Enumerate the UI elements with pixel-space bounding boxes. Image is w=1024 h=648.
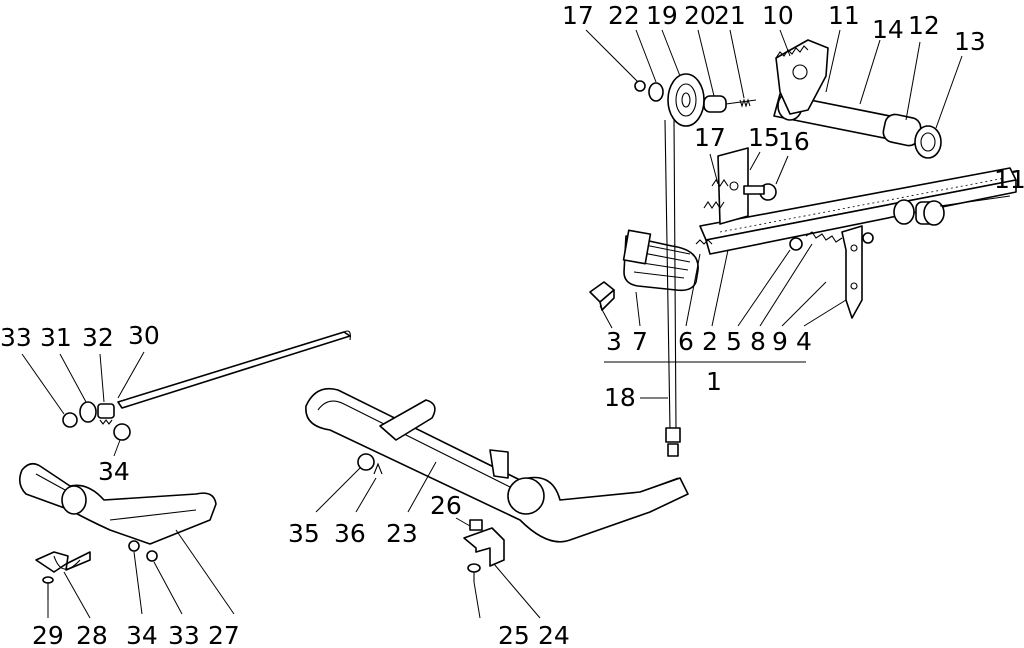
callout-20: 20 [684,1,716,30]
callout-30: 30 [128,321,160,350]
pad-part-3 [589,281,615,311]
support-arm [379,399,436,441]
callout-6: 6 [678,327,694,356]
plate-part-15 [717,147,777,225]
gear-sector-part-10 [775,39,829,115]
callout-33: 33 [168,621,200,648]
washer-part-34 [113,423,131,441]
callout-16: 16 [778,127,810,156]
callout-7: 7 [632,327,648,356]
lever-part-27 [18,462,217,545]
pedal-part-7 [622,229,699,292]
callout-12: 12 [908,11,940,40]
bracket-part-24 [463,527,505,567]
callout-32: 32 [82,323,114,352]
washer-part-22 [648,82,664,102]
washer-part-34-lower [128,540,140,552]
callout-23: 23 [386,519,418,548]
callout-3: 3 [606,327,622,356]
nut-part-26 [469,519,483,531]
callout-1: 1 [706,367,722,396]
cable-part-18 [664,119,677,431]
callout-21: 21 [714,1,746,30]
callout-11: 11 [994,165,1024,194]
callout-29: 29 [32,621,64,648]
callout-17: 17 [562,1,594,30]
bushing-part-11-lower [862,199,945,244]
support-post [489,449,509,479]
leader-lines [21,29,1011,619]
bolt-part-21 [725,98,757,108]
callout-9: 9 [772,327,788,356]
callout-14: 14 [872,15,904,44]
washer-part-31 [79,401,97,423]
bracket-part-4 [841,225,863,319]
nut-part-33-lower [146,550,158,562]
callout-28: 28 [76,621,108,648]
callout-36: 36 [334,519,366,548]
callout-33: 33 [0,323,32,352]
callout-27: 27 [208,621,240,648]
bracket-part-28 [35,551,91,573]
callout-24: 24 [538,621,570,648]
spring-part-8 [805,231,843,243]
callout-19: 19 [646,1,678,30]
nut-part-17 [634,80,646,92]
clevis-part-32 [97,403,115,419]
callout-10: 10 [762,1,794,30]
spring-part-6 [695,239,713,245]
rod-part-30 [117,330,351,409]
callout-18: 18 [604,383,636,412]
callout-11: 11 [828,1,860,30]
callout-13: 13 [954,27,986,56]
callout-5: 5 [726,327,742,356]
nut-part-33 [62,412,78,428]
callout-15: 15 [748,123,780,152]
callout-34: 34 [126,621,158,648]
cable-end-fitting [665,427,681,457]
callout-34: 34 [98,457,130,486]
pin-part-36 [373,462,383,475]
bolt-part-29 [42,576,54,600]
bar-part-2 [699,167,1017,255]
pin-part-5 [789,237,803,251]
callout-35: 35 [288,519,320,548]
callout-31: 31 [40,323,72,352]
callout-25: 25 [498,621,530,648]
washer-part-35 [357,453,375,471]
bolt-part-25 [467,563,481,582]
callout-2: 2 [702,327,718,356]
spring-part-17 [703,179,729,209]
callout-22: 22 [608,1,640,30]
callout-17: 17 [694,123,726,152]
callout-8: 8 [750,327,766,356]
callout-4: 4 [796,327,812,356]
spring-clip [99,419,113,425]
pulley-part-19 [667,73,705,127]
spacer-part-20 [703,95,727,113]
callout-26: 26 [430,491,462,520]
